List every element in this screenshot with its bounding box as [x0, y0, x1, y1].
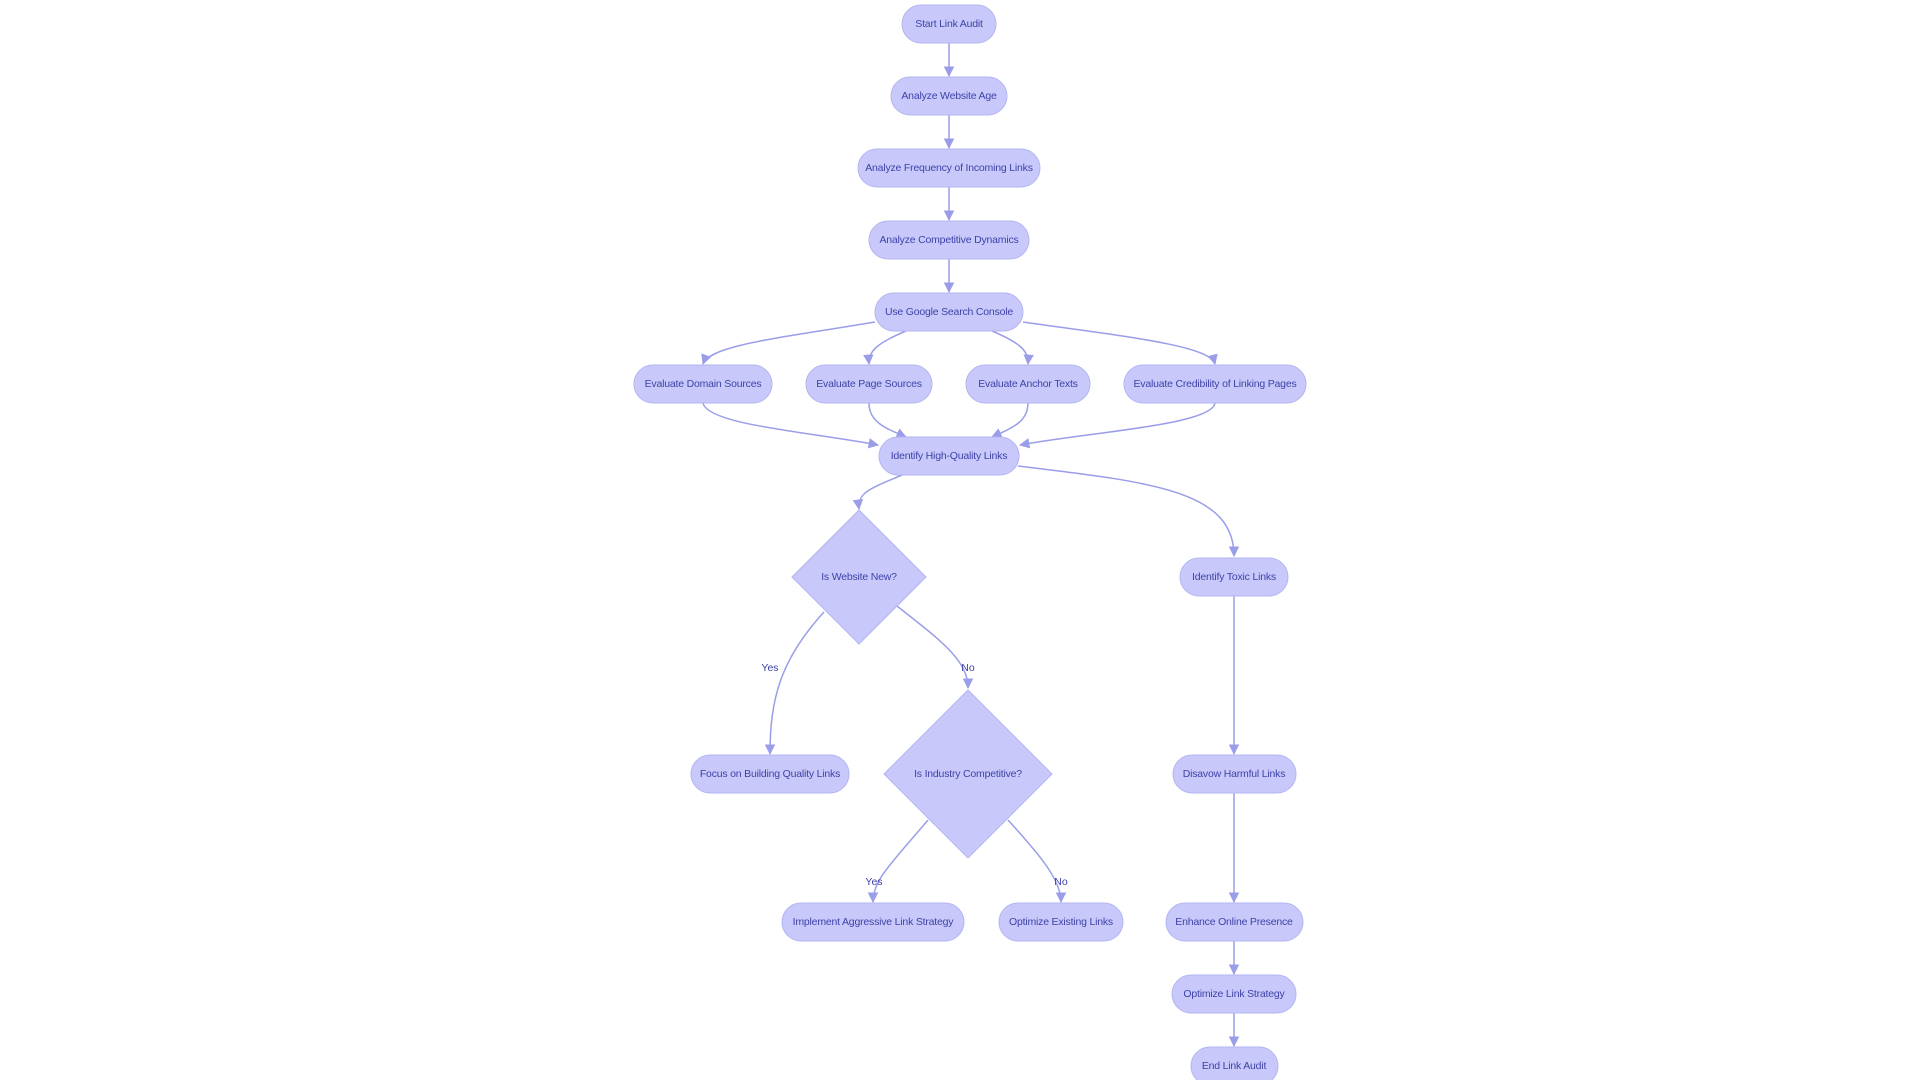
node-optimize-link-strategy[interactable]: Optimize Link Strategy [1171, 974, 1297, 1014]
edge-cred-hq [1018, 402, 1216, 449]
node-optls-label: Optimize Link Strategy [1183, 988, 1285, 1000]
node-end[interactable]: End Link Audit [1190, 1046, 1279, 1080]
node-implement-aggressive[interactable]: Implement Aggressive Link Strategy [781, 902, 965, 942]
edge-gsc-page [863, 330, 907, 366]
edge-gsc-cred [1022, 321, 1218, 366]
node-enhance-label: Enhance Online Presence [1175, 916, 1293, 928]
node-focus-label: Focus on Building Quality Links [700, 768, 840, 780]
nodes: Start Link Audit Analyze Website Age Ana… [633, 4, 1307, 1080]
node-start[interactable]: Start Link Audit [901, 4, 997, 44]
edge-page-hq [868, 402, 907, 439]
node-evaluate-page-sources[interactable]: Evaluate Page Sources [805, 364, 933, 404]
edge-label-newq-yes: Yes [761, 662, 778, 674]
node-disavow-harmful[interactable]: Disavow Harmful Links [1172, 754, 1297, 794]
node-toxic-label: Identify Toxic Links [1192, 571, 1276, 583]
node-page-label: Evaluate Page Sources [816, 378, 922, 390]
node-google-search-console[interactable]: Use Google Search Console [874, 292, 1024, 332]
node-identify-high-quality[interactable]: Identify High-Quality Links [878, 436, 1020, 476]
edge-label-newq-no: No [961, 662, 975, 674]
node-gsc-label: Use Google Search Console [885, 306, 1013, 318]
node-evaluate-credibility[interactable]: Evaluate Credibility of Linking Pages [1123, 364, 1307, 404]
node-start-label: Start Link Audit [915, 18, 983, 30]
node-comp-label: Analyze Competitive Dynamics [879, 234, 1018, 246]
decision-newq-label: Is Website New? [821, 571, 897, 583]
node-freq-label: Analyze Frequency of Incoming Links [865, 162, 1033, 174]
node-focus-building-quality[interactable]: Focus on Building Quality Links [690, 754, 850, 794]
edge-label-indq-yes: Yes [865, 876, 882, 888]
edge-indq-optex [1007, 819, 1067, 904]
decision-indq-label: Is Industry Competitive? [914, 768, 1022, 780]
node-optimize-existing[interactable]: Optimize Existing Links [998, 902, 1124, 942]
node-cred-label: Evaluate Credibility of Linking Pages [1133, 378, 1296, 390]
node-impl-label: Implement Aggressive Link Strategy [793, 916, 955, 928]
edge-hq-newq [852, 474, 903, 511]
edge-label-indq-no: No [1054, 876, 1068, 888]
edge-indq-impl [867, 819, 929, 904]
node-analyze-competitive[interactable]: Analyze Competitive Dynamics [868, 220, 1030, 260]
edge-hq-toxic [1017, 465, 1240, 558]
edge-newq-focus [764, 611, 825, 756]
edge-gsc-domain [701, 321, 876, 365]
decision-is-website-new[interactable]: Is Website New? [791, 509, 927, 645]
edge-domain-hq [702, 402, 880, 449]
node-end-label: End Link Audit [1202, 1060, 1267, 1072]
node-hq-label: Identify High-Quality Links [891, 450, 1008, 462]
edges [701, 43, 1240, 1048]
decision-is-industry-competitive[interactable]: Is Industry Competitive? [883, 689, 1053, 859]
edge-gsc-anchor [991, 330, 1034, 366]
node-age-label: Analyze Website Age [901, 90, 997, 102]
node-anchor-label: Evaluate Anchor Texts [978, 378, 1078, 390]
node-disavow-label: Disavow Harmful Links [1183, 768, 1286, 780]
node-analyze-frequency[interactable]: Analyze Frequency of Incoming Links [857, 148, 1041, 188]
node-evaluate-anchor-texts[interactable]: Evaluate Anchor Texts [965, 364, 1091, 404]
node-optex-label: Optimize Existing Links [1009, 916, 1113, 928]
node-enhance-online-presence[interactable]: Enhance Online Presence [1165, 902, 1304, 942]
node-identify-toxic-links[interactable]: Identify Toxic Links [1179, 557, 1289, 597]
edge-anchor-hq [991, 402, 1029, 438]
node-analyze-website-age[interactable]: Analyze Website Age [890, 76, 1008, 116]
edge-labels: Yes No Yes No [761, 662, 1067, 888]
node-domain-label: Evaluate Domain Sources [645, 378, 762, 390]
node-evaluate-domain-sources[interactable]: Evaluate Domain Sources [633, 364, 773, 404]
edge-newq-indq [896, 605, 974, 690]
